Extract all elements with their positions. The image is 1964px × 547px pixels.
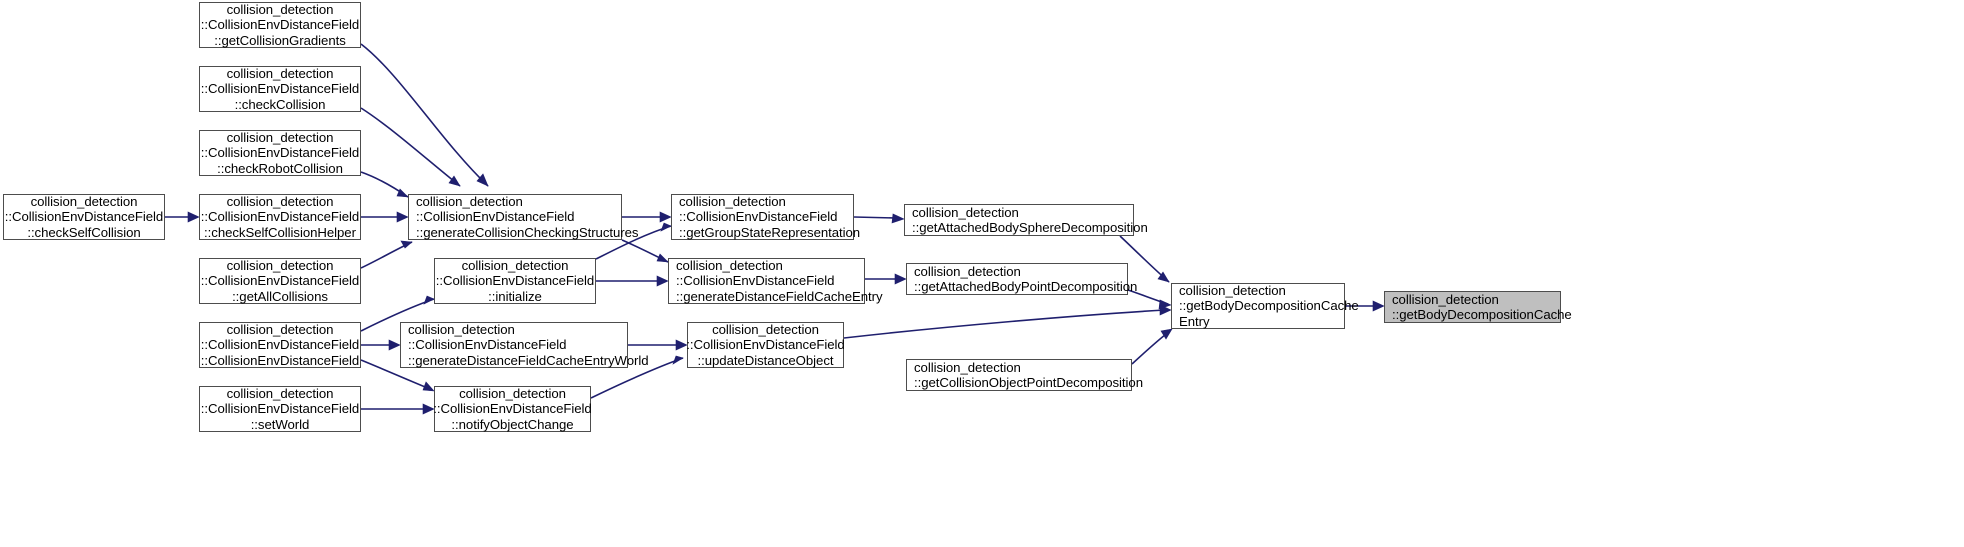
graph-node-ctor[interactable]: collision_detection::CollisionEnvDistanc…: [199, 322, 361, 368]
node-label-line: collision_detection: [226, 257, 334, 273]
node-label-line: collision_detection: [1179, 282, 1286, 298]
node-label-line: ::CollisionEnvDistanceField: [4, 209, 164, 225]
node-label-line: ::checkSelfCollisionHelper: [204, 224, 356, 240]
node-label-line: ::CollisionEnvDistanceField: [679, 209, 838, 225]
node-label-line: ::CollisionEnvDistanceField: [200, 337, 360, 353]
edge-checkSelfCollision-to-checkSelfCollisionHelper: [165, 211, 200, 223]
node-label-line: collision_detection: [1392, 291, 1499, 307]
node-label-line: ::CollisionEnvDistanceField: [200, 352, 360, 368]
graph-node-setWorld[interactable]: collision_detection::CollisionEnvDistanc…: [199, 386, 361, 432]
graph-node-getAttachedBodyPointDecomposition[interactable]: collision_detection::getAttachedBodyPoin…: [906, 263, 1137, 295]
node-label-line: collision_detection: [914, 263, 1021, 279]
graph-node-getCollisionGradients[interactable]: collision_detection::CollisionEnvDistanc…: [199, 2, 361, 48]
graph-node-updateDistanceObject[interactable]: collision_detection::CollisionEnvDistanc…: [686, 321, 845, 368]
edge-generateCollisionCheckingStructures-to-generateDistanceFieldCacheEntry: [621, 239, 669, 263]
node-label-line: ::notifyObjectChange: [451, 416, 574, 432]
node-label-line: ::CollisionEnvDistanceField: [408, 337, 567, 353]
node-label-line: collision_detection: [679, 193, 786, 209]
node-label-line: ::getBodyDecompositionCache: [1392, 307, 1572, 322]
node-label-line: ::checkSelfCollision: [27, 224, 141, 240]
edge-updateDistanceObject-to-getBodyDecompositionCacheEntry: [843, 304, 1172, 339]
node-label-line: collision_detection: [912, 204, 1019, 220]
node-label-line: collision_detection: [712, 321, 819, 337]
node-label-line: ::getCollisionGradients: [214, 32, 346, 48]
node-label-line: collision_detection: [461, 257, 569, 273]
node-label-line: ::CollisionEnvDistanceField: [433, 401, 592, 417]
node-label-line: ::CollisionEnvDistanceField: [686, 337, 845, 353]
edge-ctor-to-generateDistanceFieldCacheEntryWorld: [361, 339, 401, 351]
node-label-line: ::CollisionEnvDistanceField: [200, 209, 360, 225]
node-label-line: ::setWorld: [250, 416, 310, 432]
node-label-line: ::getAttachedBodySphereDecomposition: [912, 220, 1148, 235]
edge-initialize-to-generateDistanceFieldCacheEntry: [596, 275, 669, 287]
node-label-line: ::CollisionEnvDistanceField: [200, 81, 360, 97]
graph-node-checkRobotCollision[interactable]: collision_detection::CollisionEnvDistanc…: [199, 130, 361, 176]
node-label-line: ::CollisionEnvDistanceField: [200, 273, 360, 289]
edge-generateDistanceFieldCacheEntry-to-getAttachedBodyPointDecomposition: [865, 273, 907, 285]
graph-node-notifyObjectChange[interactable]: collision_detection::CollisionEnvDistanc…: [433, 385, 592, 432]
graph-node-getBodyDecompositionCacheEntry[interactable]: collision_detection::getBodyDecompositio…: [1171, 282, 1359, 329]
edge-generateCollisionCheckingStructures-to-getGroupStateRepresentation: [622, 211, 672, 223]
graph-node-initialize[interactable]: collision_detection::CollisionEnvDistanc…: [434, 258, 596, 304]
node-label-line: collision_detection: [226, 1, 334, 17]
graph-node-generateDistanceFieldCacheEntryWorld[interactable]: collision_detection::CollisionEnvDistanc…: [400, 321, 649, 368]
edge-checkRobotCollision-to-generateCollisionCheckingStructures: [360, 171, 409, 198]
graph-node-getBodyDecompositionCache[interactable]: collision_detection::getBodyDecompositio…: [1384, 291, 1572, 323]
node-label-line: ::CollisionEnvDistanceField: [200, 401, 360, 417]
edge-getCollisionGradients-to-generateCollisionCheckingStructures: [360, 43, 489, 187]
graph-node-getGroupStateRepresentation[interactable]: collision_detection::CollisionEnvDistanc…: [671, 193, 860, 240]
node-label-line: ::checkCollision: [234, 96, 326, 112]
graph-node-getAllCollisions[interactable]: collision_detection::CollisionEnvDistanc…: [199, 258, 361, 304]
node-label-line: collision_detection: [914, 359, 1021, 375]
edge-getGroupStateRepresentation-to-getAttachedBodySphereDecomposition: [853, 213, 905, 224]
node-label-line: collision_detection: [408, 321, 515, 337]
graph-node-getCollisionObjectPointDecomposition[interactable]: collision_detection::getCollisionObjectP…: [906, 359, 1143, 391]
node-label-line: ::checkRobotCollision: [217, 160, 343, 176]
node-label-line: ::getCollisionObjectPointDecomposition: [914, 375, 1143, 390]
node-label-line: ::generateDistanceFieldCacheEntry: [676, 288, 883, 304]
node-label-line: ::CollisionEnvDistanceField: [435, 273, 595, 289]
node-label-line: collision_detection: [226, 65, 334, 81]
node-label-line: ::getAttachedBodyPointDecomposition: [914, 279, 1138, 294]
graph-node-generateDistanceFieldCacheEntry[interactable]: collision_detection::CollisionEnvDistanc…: [668, 257, 883, 304]
node-label-line: collision_detection: [226, 193, 334, 209]
node-label-line: collision_detection: [226, 385, 334, 401]
node-label-line: collision_detection: [676, 257, 783, 273]
graph-node-checkSelfCollision[interactable]: collision_detection::CollisionEnvDistanc…: [3, 194, 165, 240]
node-label-line: collision_detection: [226, 129, 334, 145]
edge-checkCollision-to-generateCollisionCheckingStructures: [360, 107, 461, 187]
graph-node-getAttachedBodySphereDecomposition[interactable]: collision_detection::getAttachedBodySphe…: [904, 204, 1148, 236]
node-label-line: ::getBodyDecompositionCache: [1179, 298, 1359, 314]
node-label-line: ::generateDistanceFieldCacheEntryWorld: [408, 352, 649, 368]
graph-node-generateCollisionCheckingStructures[interactable]: collision_detection::CollisionEnvDistanc…: [408, 193, 639, 240]
node-label-line: collision_detection: [226, 321, 334, 337]
node-label-line: ::updateDistanceObject: [697, 352, 834, 368]
graph-node-checkCollision[interactable]: collision_detection::CollisionEnvDistanc…: [199, 66, 361, 112]
node-label-line: ::CollisionEnvDistanceField: [200, 17, 360, 33]
node-label-line: ::initialize: [488, 288, 542, 304]
edge-getCollisionObjectPointDecomposition-to-getBodyDecompositionCacheEntry: [1131, 328, 1173, 365]
graph-node-checkSelfCollisionHelper[interactable]: collision_detection::CollisionEnvDistanc…: [199, 194, 361, 240]
edge-getAllCollisions-to-generateCollisionCheckingStructures: [360, 240, 413, 269]
node-label-line: ::CollisionEnvDistanceField: [676, 273, 835, 289]
node-label-line: Entry: [1179, 313, 1210, 329]
edge-checkSelfCollisionHelper-to-generateCollisionCheckingStructures: [361, 211, 409, 223]
node-label-line: ::getGroupStateRepresentation: [679, 224, 861, 240]
node-label-line: ::CollisionEnvDistanceField: [416, 209, 575, 225]
node-label-line: ::CollisionEnvDistanceField: [200, 145, 360, 161]
node-label-line: ::generateCollisionCheckingStructures: [416, 224, 639, 240]
node-label-line: collision_detection: [416, 193, 523, 209]
node-label-line: collision_detection: [30, 193, 138, 209]
node-label-line: ::getAllCollisions: [232, 288, 328, 304]
node-label-line: collision_detection: [459, 385, 566, 401]
edge-setWorld-to-notifyObjectChange: [361, 403, 435, 415]
edge-generateDistanceFieldCacheEntryWorld-to-updateDistanceObject: [628, 339, 688, 351]
